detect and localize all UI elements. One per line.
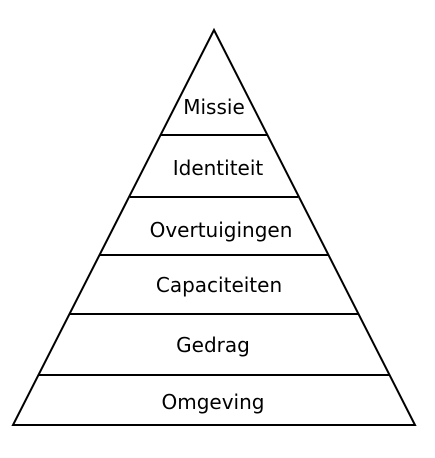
level-label-gedrag: Gedrag (176, 333, 250, 357)
pyramid-outline (11, 27, 417, 426)
level-label-identiteit: Identiteit (173, 156, 264, 180)
level-label-omgeving: Omgeving (162, 390, 265, 414)
level-label-capaciteiten: Capaciteiten (156, 273, 282, 297)
level-label-overtuigingen: Overtuigingen (150, 218, 293, 242)
level-label-missie: Missie (183, 95, 245, 119)
